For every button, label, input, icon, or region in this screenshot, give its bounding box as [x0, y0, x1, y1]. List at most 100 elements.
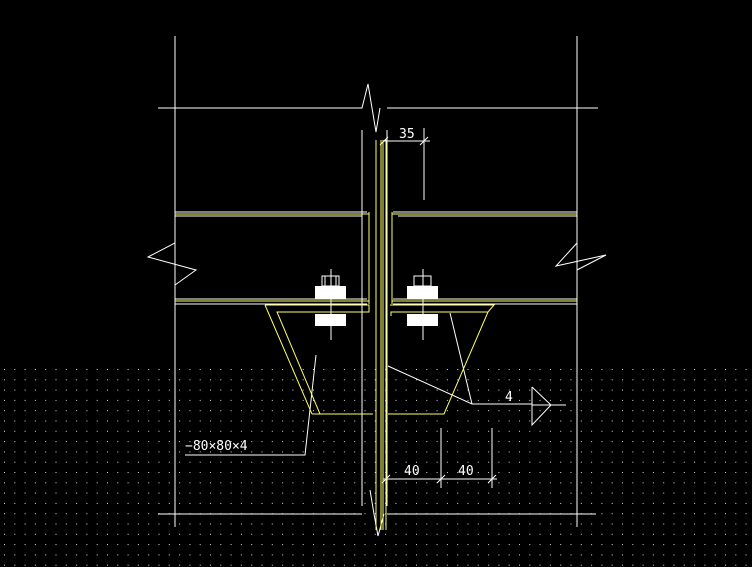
grid-dot: [498, 441, 500, 443]
grid-dot: [642, 513, 644, 515]
grid-dot: [302, 472, 304, 473]
grid-dot: [457, 430, 459, 432]
grid-dot: [230, 430, 232, 432]
grid-dot: [199, 389, 201, 391]
grid-dot: [271, 420, 273, 422]
grid-dot: [652, 513, 654, 515]
grid-dot: [519, 461, 520, 463]
grid-dot: [704, 441, 706, 443]
grid-dot: [261, 430, 263, 432]
grid-dot: [426, 420, 428, 422]
grid-dot: [96, 564, 98, 566]
grid-dot: [498, 502, 500, 504]
grid-dot: [652, 564, 654, 566]
grid-dot: [529, 554, 531, 556]
grid-dot: [34, 420, 36, 422]
grid-dot: [549, 451, 551, 453]
grid-dot: [240, 472, 242, 473]
grid-dot: [343, 523, 345, 525]
grid-dot: [498, 379, 500, 381]
grid-dot: [292, 482, 294, 484]
grid-dot: [137, 513, 139, 515]
grid-dot: [282, 420, 284, 422]
grid-dot: [4, 533, 5, 535]
angle-leader-line: [185, 354, 317, 456]
grid-dot: [55, 420, 57, 422]
grid-dot: [663, 523, 665, 525]
grid-dot: [117, 502, 119, 504]
grid-dot: [405, 399, 407, 401]
grid-dot: [663, 461, 665, 463]
grid-dot: [65, 420, 67, 422]
grid-dot: [76, 533, 78, 535]
grid-dot: [302, 523, 304, 525]
grid-dot: [230, 441, 232, 443]
grid-dot: [416, 441, 417, 443]
grid-dot: [580, 451, 582, 453]
grid-dot: [354, 564, 356, 566]
grid-dot: [4, 461, 5, 463]
grid-dot: [96, 502, 98, 504]
grid-dot: [498, 420, 500, 422]
grid-dot: [343, 451, 345, 453]
grid-dot: [570, 461, 572, 463]
grid-dot: [601, 544, 603, 546]
grid-dot: [168, 399, 170, 401]
grid-dot: [282, 399, 284, 401]
grid-dot: [611, 502, 613, 504]
grid-dot: [14, 441, 16, 443]
grid-dot: [611, 451, 613, 453]
grid-dot: [292, 502, 294, 504]
grid-dot: [199, 441, 201, 443]
grid-dot: [519, 533, 520, 535]
grid-dot: [426, 492, 428, 494]
grid-dot: [663, 502, 665, 504]
grid-dot: [611, 461, 613, 463]
grid-dot: [45, 441, 47, 443]
grid-dot: [488, 472, 490, 473]
grid-dot: [117, 369, 119, 370]
grid-dot: [477, 430, 479, 432]
grid-dot: [179, 502, 181, 504]
grid-dot: [179, 369, 181, 370]
grid-dot: [158, 379, 160, 381]
grid-dot: [395, 461, 397, 463]
grid-dot: [694, 389, 696, 391]
grid-dot: [261, 441, 263, 443]
grid-dot: [261, 502, 263, 504]
grid-dot: [65, 533, 67, 535]
grid-dot: [4, 492, 5, 494]
grid-dot: [611, 544, 613, 546]
grid-dot: [498, 492, 500, 494]
grid-dot: [313, 369, 314, 370]
grid-dot: [127, 410, 129, 412]
grid-dot: [148, 533, 150, 535]
grid-dot: [529, 544, 531, 546]
grid-dot: [158, 472, 160, 473]
grid-dot: [96, 472, 98, 473]
grid-dot: [86, 410, 88, 412]
grid-dot: [519, 451, 520, 453]
grid-dot: [292, 379, 294, 381]
grid-dot: [580, 472, 582, 473]
grid-dot: [199, 420, 201, 422]
grid-dot: [210, 564, 211, 566]
grid-dot: [117, 554, 119, 556]
grid-dot: [735, 461, 737, 463]
grid-dot: [560, 482, 562, 484]
grid-dot: [240, 523, 242, 525]
grid-dot: [663, 564, 665, 566]
grid-dot: [591, 441, 593, 443]
grid-dot: [436, 399, 438, 401]
grid-dot: [642, 379, 644, 381]
grid-dot: [611, 379, 613, 381]
dimension-35-label: 35: [399, 127, 415, 142]
grid-dot: [55, 410, 57, 412]
grid-dot: [704, 461, 706, 463]
grid-dot: [86, 389, 88, 391]
grid-dot: [168, 410, 170, 412]
grid-dot: [4, 441, 5, 443]
grid-dot: [55, 451, 57, 453]
grid-dot: [694, 420, 696, 422]
grid-dot: [642, 410, 644, 412]
